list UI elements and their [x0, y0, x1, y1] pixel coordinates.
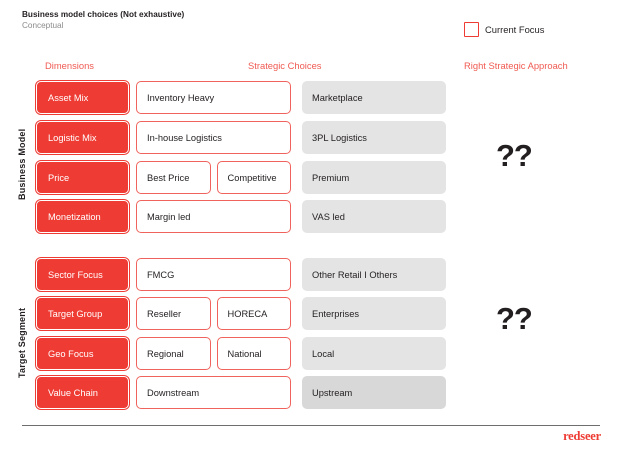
dimension-label: Logistic Mix [48, 132, 97, 143]
dimension-label: Monetization [48, 211, 101, 222]
choice-label: Competitive [227, 172, 277, 183]
choice-option[interactable]: Competitive [216, 161, 291, 194]
table-row: Asset Mix Inventory Heavy Marketplace [0, 80, 619, 115]
table-row: Geo Focus Regional National Local [0, 336, 619, 371]
dimension-pill-monetization[interactable]: Monetization [35, 199, 130, 234]
dimension-pill-target-group[interactable]: Target Group [35, 296, 130, 331]
choice-group: Downstream [136, 376, 291, 409]
grey-option[interactable]: 3PL Logistics [302, 121, 446, 154]
table-row: Logistic Mix In-house Logistics 3PL Logi… [0, 120, 619, 155]
dimension-pill-logistic-mix[interactable]: Logistic Mix [35, 120, 130, 155]
choice-option[interactable]: In-house Logistics [136, 121, 291, 154]
dimension-label: Asset Mix [48, 92, 89, 103]
choice-label: Inventory Heavy [147, 92, 215, 103]
grey-option-label: Premium [312, 172, 350, 183]
choice-option[interactable]: FMCG [136, 258, 291, 291]
choice-label: Best Price [147, 172, 190, 183]
grey-option-label: Other Retail I Others [312, 269, 398, 280]
dimension-label: Target Group [48, 308, 103, 319]
choice-label: Regional [147, 348, 184, 359]
footer-divider [22, 425, 600, 427]
choice-label: HORECA [227, 308, 268, 319]
choice-option[interactable]: National [216, 337, 291, 370]
dimension-pill-asset-mix[interactable]: Asset Mix [35, 80, 130, 115]
grey-option[interactable]: Other Retail I Others [302, 258, 446, 291]
choice-label: Reseller [147, 308, 182, 319]
choice-group: Margin led [136, 200, 291, 233]
choice-option[interactable]: Inventory Heavy [136, 81, 291, 114]
legend-current-focus: Current Focus [464, 22, 544, 37]
grey-option[interactable]: Marketplace [302, 81, 446, 114]
column-header-right-strategic-approach: Right Strategic Approach [464, 60, 568, 71]
choice-group: In-house Logistics [136, 121, 291, 154]
choice-group: Regional National [136, 337, 291, 370]
brand-logo: redseer [563, 429, 601, 443]
grey-option-label: VAS led [312, 211, 345, 222]
grey-option[interactable]: Premium [302, 161, 446, 194]
choice-group: FMCG [136, 258, 291, 291]
grey-option-label: Upstream [312, 387, 353, 398]
dimension-pill-sector-focus[interactable]: Sector Focus [35, 257, 130, 292]
column-header-strategic-choices: Strategic Choices [248, 60, 322, 71]
empty-square-icon [464, 22, 479, 37]
grey-option[interactable]: VAS led [302, 200, 446, 233]
question-mark-target-segment: ?? [496, 301, 533, 336]
dimension-label: Price [48, 172, 70, 183]
choice-option[interactable]: Downstream [136, 376, 291, 409]
choice-option[interactable]: Best Price [136, 161, 211, 194]
page-subtitle: Conceptual [22, 21, 64, 30]
page-title: Business model choices (Not exhaustive) [22, 10, 185, 19]
dimension-pill-price[interactable]: Price [35, 160, 130, 195]
dimension-label: Geo Focus [48, 348, 94, 359]
choice-label: FMCG [147, 269, 175, 280]
choice-label: National [227, 348, 262, 359]
choice-group: Reseller HORECA [136, 297, 291, 330]
grey-option-label: Marketplace [312, 92, 363, 103]
question-mark-business-model: ?? [496, 138, 533, 173]
table-row: Monetization Margin led VAS led [0, 199, 619, 234]
dimension-pill-value-chain[interactable]: Value Chain [35, 375, 130, 410]
choice-label: Downstream [147, 387, 200, 398]
table-row: Sector Focus FMCG Other Retail I Others [0, 257, 619, 292]
legend-label: Current Focus [485, 24, 545, 35]
grey-option[interactable]: Upstream [302, 376, 446, 409]
choice-label: In-house Logistics [147, 132, 222, 143]
dimension-label: Sector Focus [48, 269, 103, 280]
grey-option-label: Enterprises [312, 308, 360, 319]
dimension-pill-geo-focus[interactable]: Geo Focus [35, 336, 130, 371]
grey-option[interactable]: Enterprises [302, 297, 446, 330]
grey-option-label: Local [312, 348, 335, 359]
choice-group: Inventory Heavy [136, 81, 291, 114]
table-row: Target Group Reseller HORECA Enterprises [0, 296, 619, 331]
table-row: Value Chain Downstream Upstream [0, 375, 619, 410]
choice-option[interactable]: Margin led [136, 200, 291, 233]
column-header-dimensions: Dimensions [45, 60, 94, 71]
dimension-label: Value Chain [48, 387, 98, 398]
choice-group: Best Price Competitive [136, 161, 291, 194]
grey-option[interactable]: Local [302, 337, 446, 370]
grey-option-label: 3PL Logistics [312, 132, 367, 143]
choice-option[interactable]: Regional [136, 337, 211, 370]
choice-option[interactable]: HORECA [216, 297, 291, 330]
table-row: Price Best Price Competitive Premium [0, 160, 619, 195]
choice-label: Margin led [147, 211, 191, 222]
choice-option[interactable]: Reseller [136, 297, 211, 330]
title-block: Business model choices (Not exhaustive) … [22, 9, 184, 31]
